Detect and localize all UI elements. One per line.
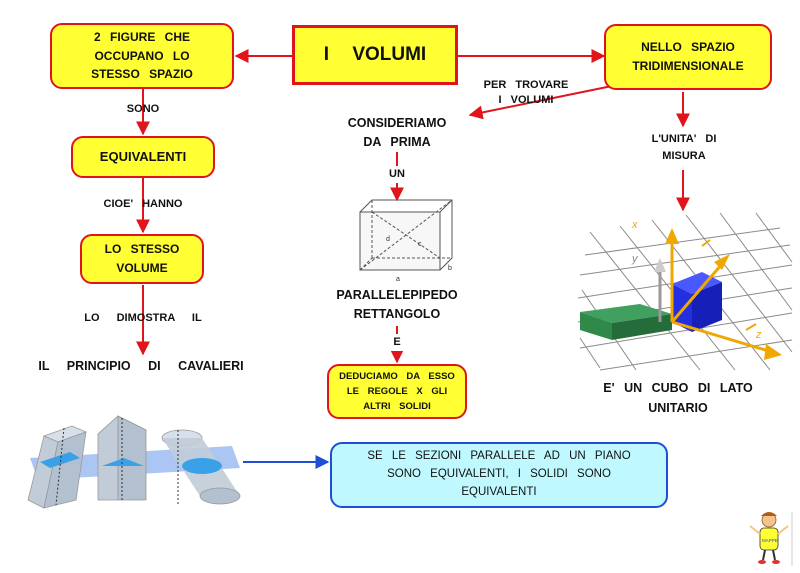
cavalieri-solids-illustration — [27, 415, 241, 509]
equivalent-text: EQUIVALENTI — [99, 148, 187, 164]
two-figures-text: 2 FIGURE CHE OCCUPANO LO STESSO SPAZIO — [91, 30, 193, 82]
box-label-d: d — [386, 236, 390, 243]
three-d-space-box: NELLO SPAZIO TRIDIMENSIONALE — [604, 24, 772, 90]
axis-label-x: x — [631, 219, 638, 231]
sections-rule-text: SE LE SEZIONI PARALLELE AD UN PIANO SONO… — [367, 450, 631, 498]
label-cubo-unitario: E' UN CUBO DI LATO UNITARIO — [603, 381, 753, 415]
sections-rule-box: SE LE SEZIONI PARALLELE AD UN PIANO SONO… — [330, 442, 668, 508]
box-label-c: c — [418, 241, 422, 248]
deduce-rules-text: DEDUCIAMO DA ESSO LE REGOLE X GLI ALTRI … — [339, 370, 455, 413]
label-per-trovare: PER TROVARE I VOLUMI — [483, 79, 569, 106]
label-un: UN — [382, 166, 412, 184]
axis-label-z: z — [755, 329, 762, 341]
label-consideriamo: CONSIDERIAMO DA PRIMA — [347, 116, 447, 150]
unit-cube-grid-illustration — [577, 212, 793, 372]
label-unita-misura: L'UNITA' DI MISURA — [651, 133, 717, 163]
three-d-space-text: NELLO SPAZIO TRIDIMENSIONALE — [632, 40, 744, 73]
box-label-a: a — [396, 276, 400, 283]
deduce-rules-box: DEDUCIAMO DA ESSO LE REGOLE X GLI ALTRI … — [327, 364, 467, 419]
label-cavalieri: IL PRINCIPIO DI CAVALIERI — [38, 359, 244, 373]
label-sono: SONO — [126, 103, 160, 115]
label-cioe-hanno: CIOE' HANNO — [103, 198, 183, 210]
same-volume-box: LO STESSO VOLUME — [80, 234, 204, 284]
mascot-figure — [749, 512, 793, 566]
label-parallelepipedo: PARALLELEPIPEDO RETTANGOLO — [336, 288, 458, 322]
mascot-tag: MAPPE — [762, 538, 778, 543]
arrow-space-to-consider — [468, 85, 613, 120]
title-box: I VOLUMI — [292, 25, 458, 85]
equivalent-box: EQUIVALENTI — [71, 136, 215, 178]
label-lo-dimostra: LO DIMOSTRA IL — [84, 312, 202, 324]
parallelepiped-illustration — [359, 199, 453, 271]
box-label-b: b — [448, 265, 452, 272]
label-e: E — [387, 334, 407, 352]
two-figures-box: 2 FIGURE CHE OCCUPANO LO STESSO SPAZIO — [50, 23, 234, 89]
same-volume-text: LO STESSO VOLUME — [104, 242, 180, 275]
title-text: I VOLUMI — [323, 44, 427, 66]
axis-label-y: y — [631, 253, 639, 265]
